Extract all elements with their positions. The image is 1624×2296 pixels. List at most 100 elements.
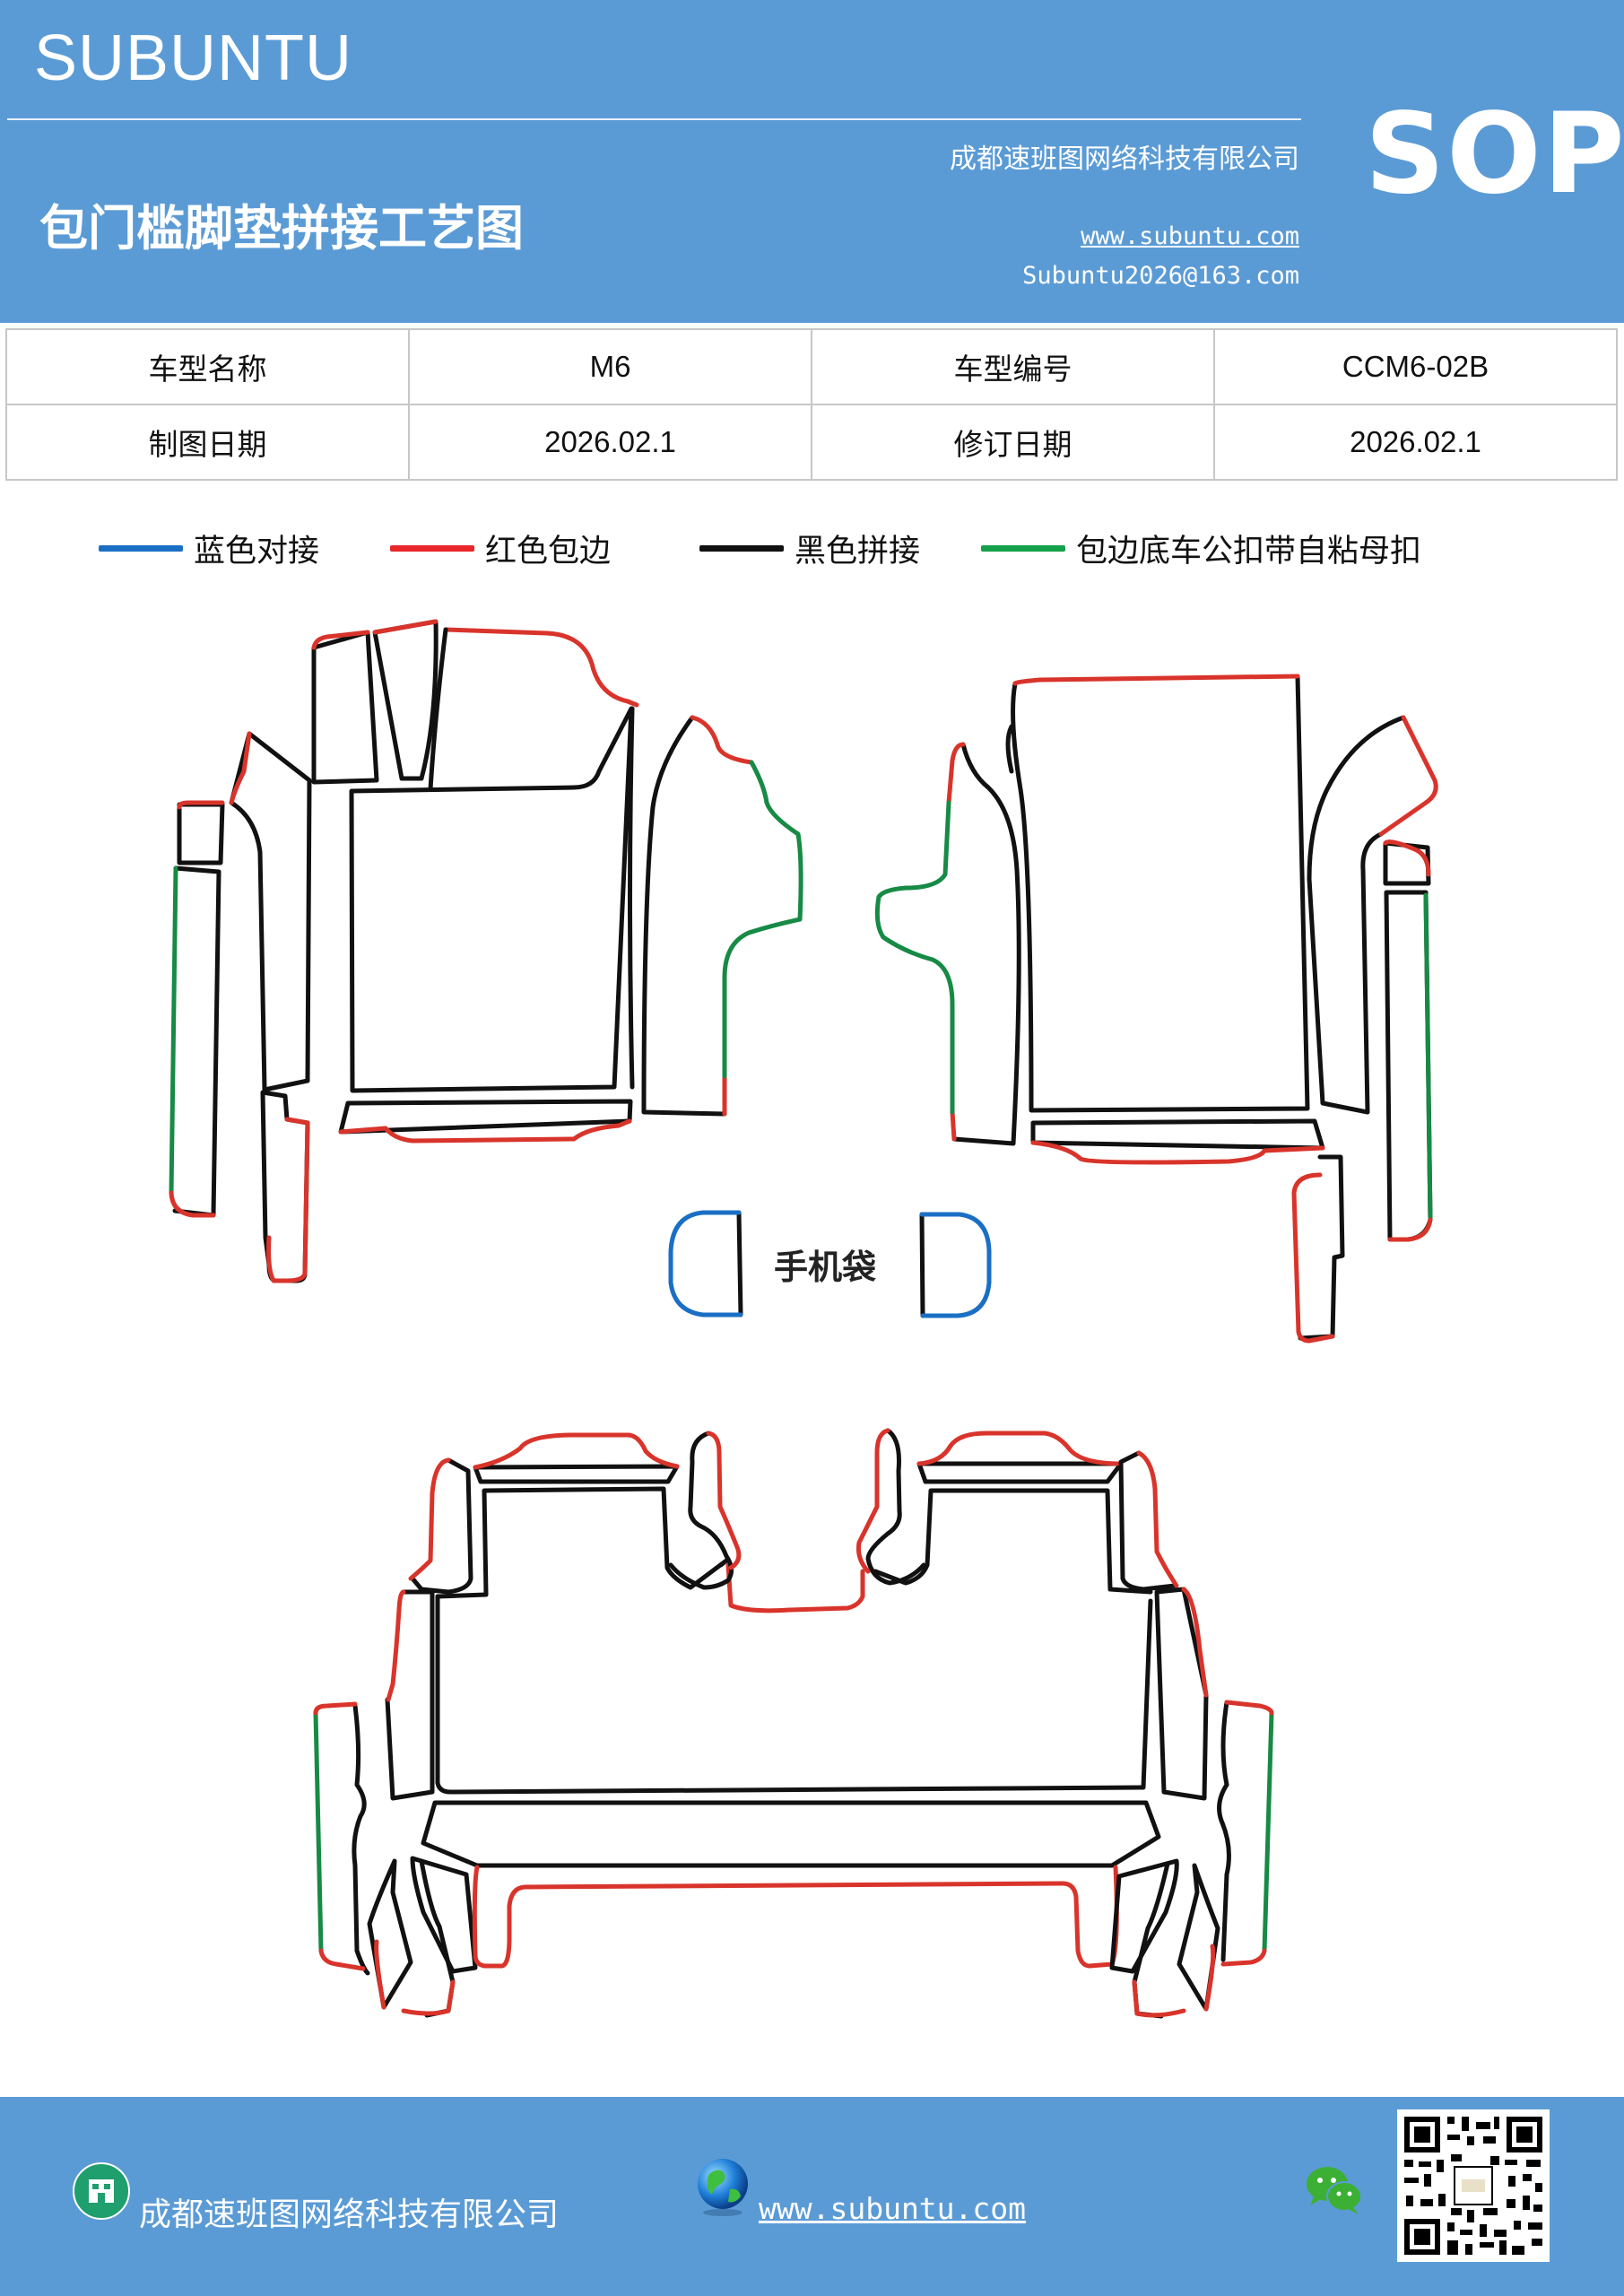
front-right-heel-strip <box>1298 1154 1345 1341</box>
front-right-pocket-piece-red <box>946 742 966 1142</box>
rear-bottom-step <box>472 1865 1119 1969</box>
floor-mat-diagram: 手机袋 <box>169 619 1438 2019</box>
rear-right-side-strip-edge <box>1181 1587 1209 1698</box>
header-company-name: 成都速班图网络科技有限公司 <box>950 144 1299 175</box>
rear-left-sill-green <box>313 1710 324 1953</box>
front-right-mat-set <box>874 674 1438 1344</box>
legend-label: 红色包边 <box>485 533 612 570</box>
legend-item-red: 红色包边 <box>390 526 611 570</box>
front-left-sill-short <box>177 802 225 865</box>
brand-name: SUBUNTU <box>34 22 353 94</box>
rear-left-trim-b-edge <box>374 1939 386 2010</box>
legend-swatch-blue <box>99 544 183 552</box>
rear-left-trim-c-edge <box>401 1979 456 2016</box>
rear-right-trim-c <box>1132 1861 1170 2019</box>
phone-pocket-right <box>919 1212 925 1318</box>
qr-code[interactable] <box>1397 2109 1550 2262</box>
front-right-pocket-piece-green <box>874 800 955 1115</box>
header-banner <box>0 0 1624 323</box>
legend-label: 蓝色对接 <box>194 533 320 570</box>
model-number-label: 车型编号 <box>811 328 1215 405</box>
drawing-date-label: 制图日期 <box>5 404 410 481</box>
rear-left-side-strip <box>385 1589 435 1801</box>
sop-badge: SOP <box>1365 90 1624 219</box>
footer-website-link[interactable]: www.subuntu.com <box>759 2191 1027 2226</box>
front-right-sill-short <box>1383 840 1431 886</box>
rear-left-sill-red <box>313 1701 366 1971</box>
rear-left-trim-c <box>419 1858 456 2018</box>
front-left-sill-long-red <box>169 1190 216 1218</box>
front-left-sill-long-green <box>169 865 178 1196</box>
front-left-side-panel <box>229 731 312 1092</box>
rear-top-right-strip-edge <box>916 1431 1124 1466</box>
front-right-sill-long <box>1384 890 1433 1242</box>
rear-left-upper-panel <box>410 1457 473 1595</box>
front-left-sill-long <box>172 865 221 1218</box>
rear-right-sill-green <box>1262 1710 1274 1953</box>
legend-label: 黑色拼接 <box>795 533 921 570</box>
rear-right-trim-a <box>1109 1858 1179 1974</box>
front-right-main-edge <box>1012 674 1300 686</box>
front-right-sill-long-green <box>1423 892 1433 1222</box>
rear-top-left-panel <box>435 1486 729 1599</box>
rear-top-right-panel <box>873 1488 1153 1595</box>
rear-top-left-strip <box>473 1464 680 1484</box>
rear-left-trim-a <box>410 1856 478 1974</box>
legend-item-green: 包边底车公扣带自粘母扣 <box>981 526 1421 570</box>
rear-bottom-strip <box>421 1800 1161 1868</box>
rear-mat-set <box>313 1428 1274 2019</box>
revision-date-label: 修订日期 <box>811 404 1215 481</box>
header-website-link[interactable]: www.subuntu.com <box>1081 222 1299 250</box>
rear-top-right-strip <box>916 1461 1124 1484</box>
table-row: 车型名称 M6 车型编号 CCM6-02B <box>5 328 1618 405</box>
model-name-label: 车型名称 <box>5 328 410 405</box>
rear-main-mat <box>435 1594 1153 1795</box>
rear-center-tab-left <box>668 1431 734 1590</box>
front-left-inner-panel-edge <box>690 715 754 1117</box>
header-email: Subuntu2026@163.com <box>1022 262 1299 290</box>
rear-right-upper-panel <box>1118 1450 1177 1592</box>
phone-pocket-left <box>736 1210 743 1318</box>
rear-right-trim-b-edge <box>1203 1944 1216 2012</box>
front-right-heel-strip-edge <box>1291 1172 1335 1344</box>
front-right-pocket-piece <box>951 742 1021 1146</box>
footer-company-name: 成都速班图网络科技有限公司 <box>139 2196 560 2233</box>
front-right-side-panel <box>1307 715 1406 1115</box>
rear-left-upper-panel-edge <box>408 1457 451 1581</box>
front-right-sill-long-red <box>1387 1217 1433 1242</box>
rear-left-sill <box>352 1703 370 1976</box>
front-right-main-left-edge <box>1005 724 1014 774</box>
rear-center-tab-left-edge <box>706 1431 742 1570</box>
front-left-strip-b-edge <box>372 619 439 635</box>
rear-right-upper-panel-edge <box>1136 1450 1179 1588</box>
phone-pocket-label: 手机袋 <box>774 1248 876 1287</box>
revision-date-value: 2026.02.1 <box>1213 404 1618 481</box>
front-left-side-panel-edge <box>229 731 252 805</box>
phone-pocket-group: 手机袋 <box>668 1210 992 1318</box>
front-right-side-panel-edge <box>1378 715 1438 837</box>
front-left-main-edge <box>443 627 639 708</box>
front-left-strip-a <box>311 630 379 785</box>
building-icon <box>73 2162 130 2220</box>
model-name-value: M6 <box>408 328 812 405</box>
rear-right-sill-red <box>1220 1700 1274 1967</box>
wechat-icon <box>1307 2167 1362 2214</box>
front-left-main-side <box>428 627 635 1090</box>
header-divider <box>7 118 1301 120</box>
model-number-value: CCM6-02B <box>1213 328 1618 405</box>
front-left-strip-a-edge <box>311 630 370 650</box>
front-right-sill-short-edge <box>1383 839 1431 877</box>
rear-left-trim-b <box>367 1858 413 2010</box>
phone-pocket-right-blue <box>919 1212 992 1318</box>
legend-swatch-green <box>981 544 1065 552</box>
front-right-main-mat <box>1011 674 1310 1113</box>
front-right-bottom-strip <box>1030 1118 1325 1151</box>
rear-right-trim-b <box>1177 1863 1220 2012</box>
front-right-bottom-strip-edge <box>1030 1140 1325 1165</box>
legend-swatch-black <box>699 544 784 552</box>
table-row: 制图日期 2026.02.1 修订日期 2026.02.1 <box>5 404 1618 481</box>
page-title: 包门槛脚垫拼接工艺图 <box>39 199 524 257</box>
front-left-main-mat <box>349 706 634 1093</box>
legend-item-blue: 蓝色对接 <box>99 526 319 570</box>
rear-top-left-strip-edge <box>473 1432 680 1470</box>
